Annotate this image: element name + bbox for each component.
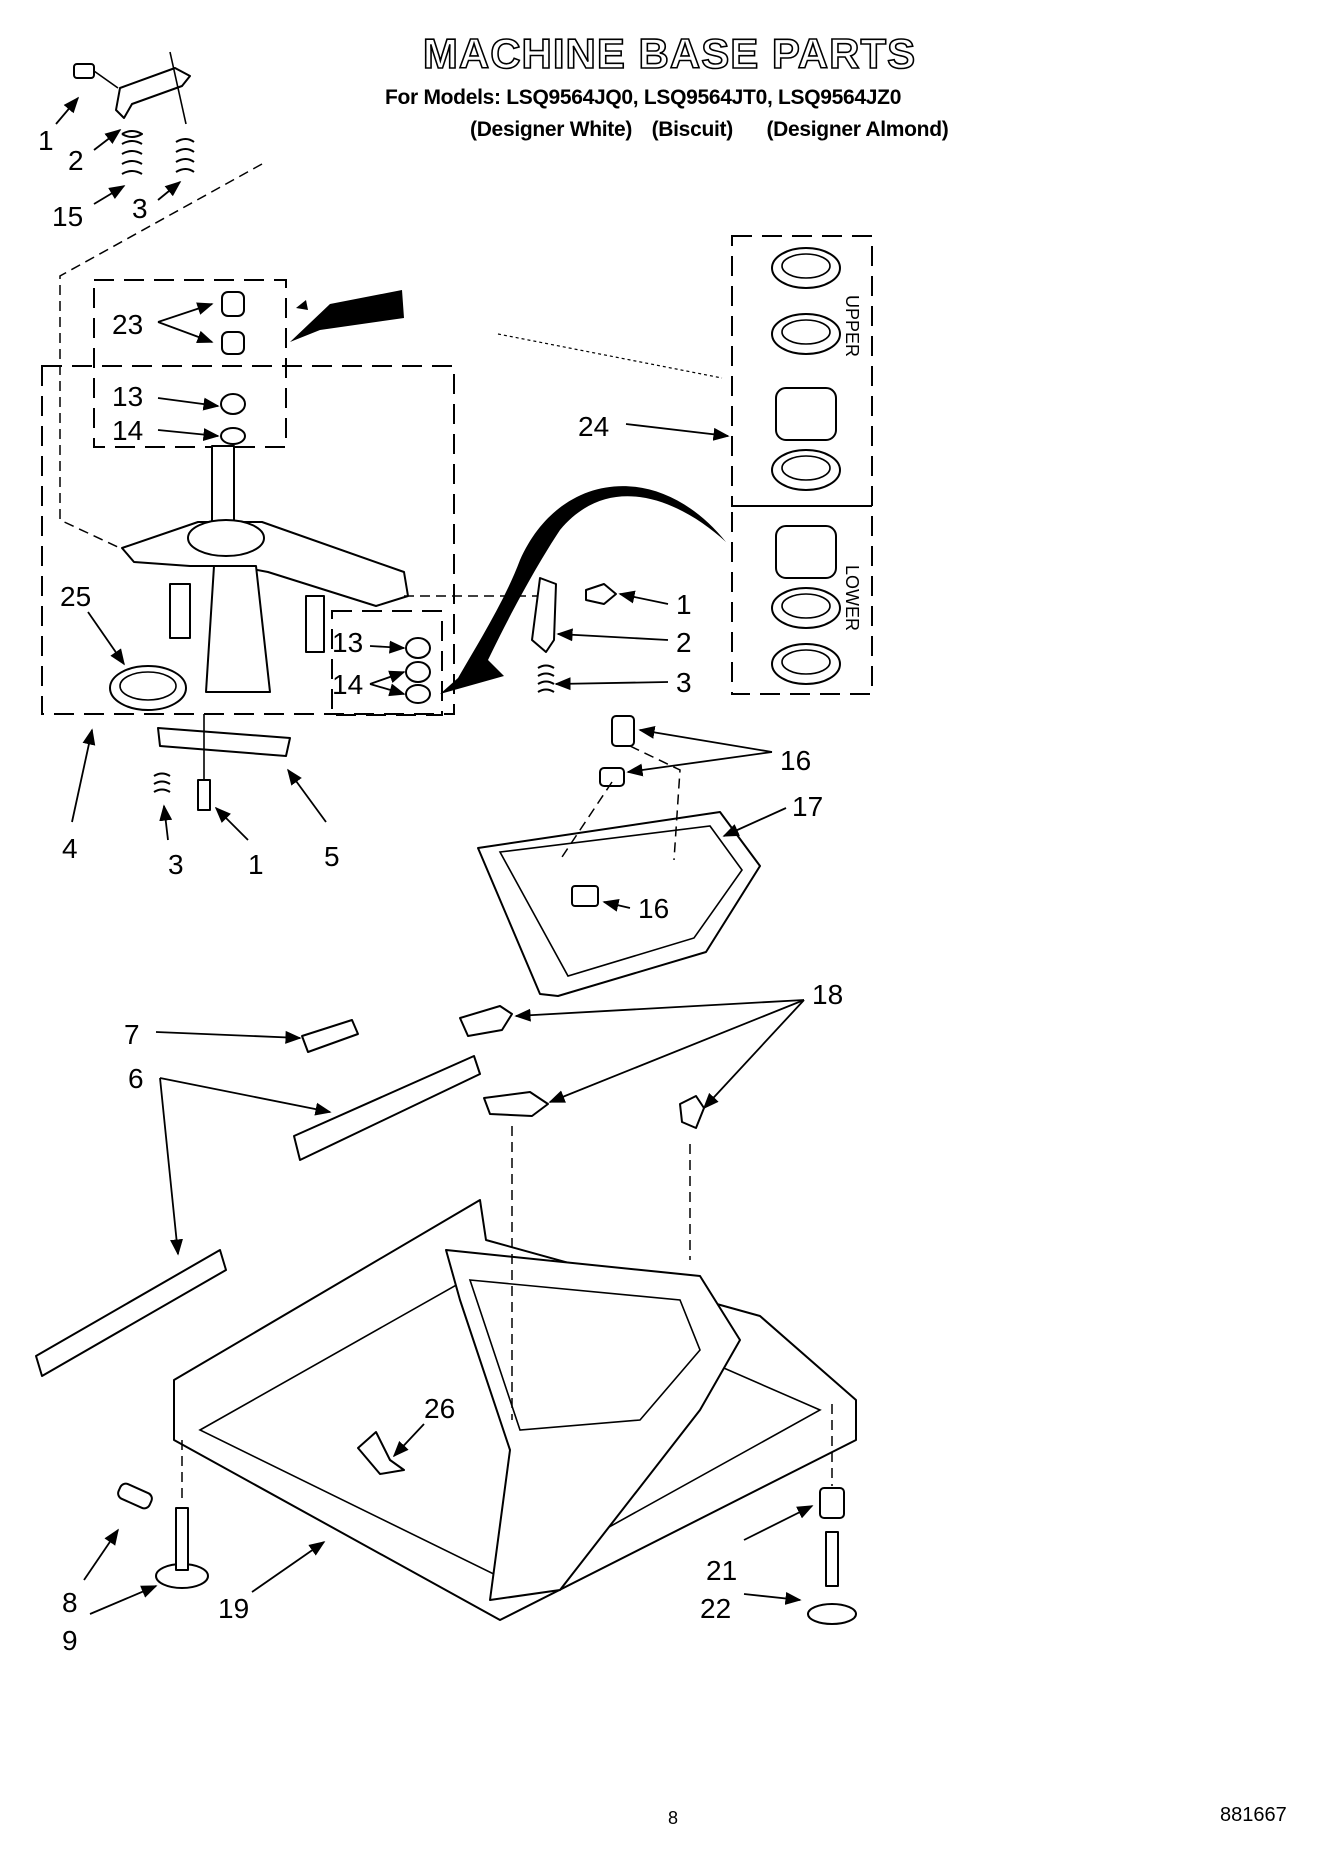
callout-1-right: 1 bbox=[676, 589, 692, 620]
stack-mounts bbox=[220, 291, 246, 445]
top-bracket-part-2 bbox=[115, 67, 191, 119]
models-line: For Models: LSQ9564JQ0, LSQ9564JT0, LSQ9… bbox=[385, 86, 902, 109]
callout-14-a: 14 bbox=[112, 415, 143, 446]
mount-14-lower-box-a bbox=[405, 661, 431, 683]
diagram-title: MACHINE BASE PARTS bbox=[422, 29, 917, 78]
callout-13-a: 13 bbox=[112, 381, 143, 412]
box-parts-23-13-14 bbox=[93, 279, 287, 448]
clip-16-a bbox=[611, 715, 635, 747]
large-left-arrow bbox=[290, 290, 404, 342]
callout-16-a: 16 bbox=[780, 745, 811, 776]
part-8 bbox=[117, 1482, 153, 1510]
bearing-lower-gear bbox=[775, 525, 837, 579]
clip-16-b bbox=[599, 767, 625, 787]
support-leg-right bbox=[305, 595, 325, 653]
support-frame bbox=[121, 521, 409, 607]
leg-22-foot bbox=[807, 1603, 857, 1625]
box-lower-bearings bbox=[731, 505, 873, 695]
callout-21: 21 bbox=[706, 1555, 737, 1586]
part-18-c bbox=[679, 1095, 705, 1129]
bearing-set-part-24 bbox=[771, 247, 841, 685]
upper-label: UPPER bbox=[842, 295, 862, 357]
callout-14-b: 14 bbox=[332, 669, 363, 700]
callout-13-b: 13 bbox=[332, 627, 363, 658]
callout-26: 26 bbox=[424, 1393, 455, 1424]
lower-spring-part-3 bbox=[153, 772, 171, 793]
part-18-b bbox=[483, 1091, 549, 1117]
leg-22-stem bbox=[825, 1531, 839, 1587]
lower-bracket-part-5 bbox=[157, 727, 291, 757]
large-curved-arrow bbox=[440, 486, 726, 694]
callout-5: 5 bbox=[324, 841, 340, 872]
center-post bbox=[205, 565, 271, 693]
callout-1-top: 1 bbox=[38, 125, 54, 156]
callout-7: 7 bbox=[124, 1019, 140, 1050]
part-6-lower bbox=[35, 1249, 227, 1377]
box-assembly-4 bbox=[41, 365, 455, 715]
mount-13 bbox=[220, 393, 246, 415]
top-spring-part-15 bbox=[121, 130, 143, 175]
hub bbox=[187, 519, 265, 557]
base-tub-support bbox=[445, 1249, 741, 1601]
callout-25: 25 bbox=[60, 581, 91, 612]
box-parts-13-14 bbox=[331, 610, 443, 716]
frame-part-17 bbox=[477, 715, 761, 997]
callout-3-bottom: 3 bbox=[168, 849, 184, 880]
callout-1-bottom: 1 bbox=[248, 849, 264, 880]
machine-base-part-19 bbox=[173, 1126, 857, 1621]
lower-screw-part-1 bbox=[197, 779, 211, 811]
color-designer-almond: (Designer Almond) bbox=[766, 118, 949, 141]
callout-6: 6 bbox=[128, 1063, 144, 1094]
color-designer-white: (Designer White) bbox=[470, 118, 633, 141]
callout-22: 22 bbox=[700, 1593, 731, 1624]
right-bracket-assembly bbox=[404, 577, 617, 693]
callout-15: 15 bbox=[52, 201, 83, 232]
leader-lines bbox=[55, 96, 814, 1615]
right-spring-part-3 bbox=[537, 664, 555, 693]
top-screw-part-1 bbox=[73, 63, 95, 79]
seal-ring-part-25 bbox=[109, 665, 187, 711]
model-colors: (Designer White) (Biscuit) (Designer Alm… bbox=[470, 118, 949, 142]
callout-3-right: 3 bbox=[676, 667, 692, 698]
mount-23-lower bbox=[221, 331, 245, 355]
transmission-support-assembly bbox=[121, 445, 409, 693]
callout-24: 24 bbox=[578, 411, 609, 442]
mount-14-lower-box-b bbox=[405, 684, 431, 704]
callout-2-right: 2 bbox=[676, 627, 692, 658]
mount-23-upper bbox=[221, 291, 245, 317]
part-26 bbox=[357, 1431, 405, 1475]
part-18-a bbox=[459, 1005, 513, 1037]
leveling-foot-stem bbox=[175, 1507, 189, 1571]
mount-13-lower-box bbox=[405, 637, 431, 659]
part-7 bbox=[301, 1019, 359, 1053]
callout-23: 23 bbox=[112, 309, 143, 340]
top-bracket-assembly bbox=[59, 51, 263, 549]
right-bracket-part-2 bbox=[531, 577, 557, 653]
right-screw-part-1 bbox=[585, 583, 617, 605]
top-spring-part-3 bbox=[175, 138, 195, 173]
page-number: 8 bbox=[668, 1808, 679, 1828]
callout-9: 9 bbox=[62, 1625, 78, 1656]
part-6-upper bbox=[293, 1055, 481, 1161]
callout-4: 4 bbox=[62, 833, 78, 864]
callout-8: 8 bbox=[62, 1587, 78, 1618]
callout-2-top: 2 bbox=[68, 145, 84, 176]
callout-19: 19 bbox=[218, 1593, 249, 1624]
callout-numbers: 1 2 15 3 23 13 14 24 25 13 14 1 2 3 4 3 … bbox=[38, 125, 843, 1656]
callout-18: 18 bbox=[812, 979, 843, 1010]
lower-label: LOWER bbox=[842, 565, 862, 631]
document-number: 881667 bbox=[1220, 1804, 1287, 1826]
callout-16-b: 16 bbox=[638, 893, 669, 924]
callout-17: 17 bbox=[792, 791, 823, 822]
mount-14 bbox=[220, 427, 246, 445]
color-biscuit: (Biscuit) bbox=[651, 118, 734, 141]
support-leg-left bbox=[169, 583, 191, 639]
clip-16-c bbox=[571, 885, 599, 907]
part-21 bbox=[819, 1487, 845, 1519]
callout-3-top: 3 bbox=[132, 193, 148, 224]
bearing-upper-gear bbox=[775, 387, 837, 441]
